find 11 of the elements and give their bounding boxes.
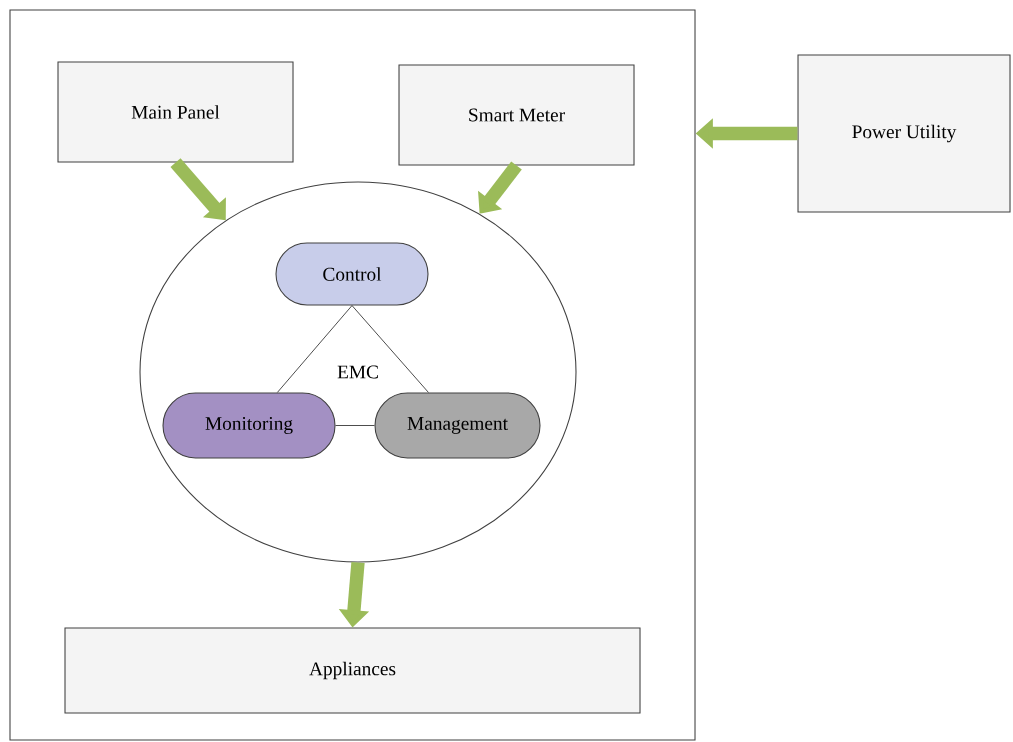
box: Appliances bbox=[64, 627, 641, 714]
connector-line bbox=[276, 305, 353, 393]
box: Power Utility bbox=[797, 54, 1011, 213]
connector-line bbox=[335, 425, 375, 426]
block-arrow bbox=[478, 161, 522, 214]
rounded-box: Control bbox=[275, 242, 429, 306]
rounded-box: Monitoring bbox=[162, 392, 336, 459]
box: Main Panel bbox=[57, 61, 294, 163]
connector-line bbox=[351, 305, 429, 393]
rounded-box: Management bbox=[374, 392, 541, 459]
box: Smart Meter bbox=[398, 64, 635, 166]
